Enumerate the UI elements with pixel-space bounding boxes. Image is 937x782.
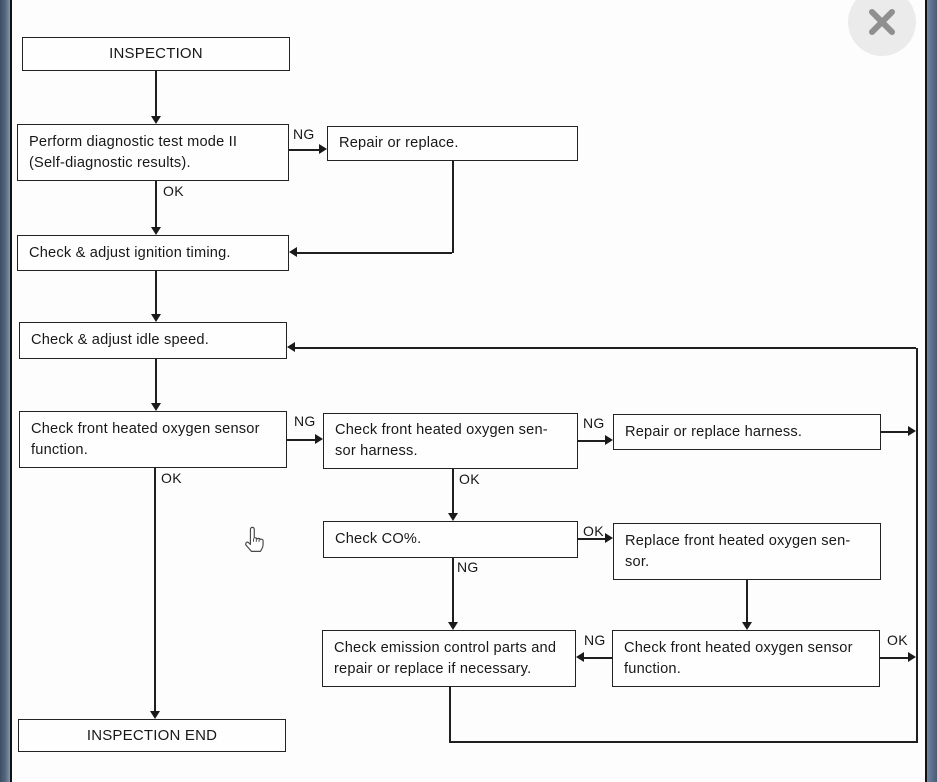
edge-label-ng: NG xyxy=(584,632,606,648)
connector-repair-down xyxy=(452,161,454,253)
connector-replace-o2func2 xyxy=(746,580,748,622)
connector-repairharness-feedback xyxy=(881,431,909,433)
node-label: Repair or replace. xyxy=(339,135,459,152)
node-label: INSPECTION END xyxy=(86,726,218,744)
connector-o2func2-feedback xyxy=(880,657,909,659)
node-repair-harness: Repair or replace harness. xyxy=(613,414,881,450)
connector-co-replace xyxy=(578,538,607,540)
node-replace-o2-sensor: Replace front heated oxygen sen- sor. xyxy=(613,523,881,580)
arrowhead-right-icon xyxy=(319,144,327,154)
arrowhead-down-icon xyxy=(448,513,458,521)
arrowhead-right-icon xyxy=(605,533,613,543)
node-label: Perform diagnostic test mode II xyxy=(29,133,238,150)
node-inspection: INSPECTION xyxy=(22,37,290,71)
edge-label-ng: NG xyxy=(457,559,479,575)
node-o2-sensor-function: Check front heated oxygen sensor functio… xyxy=(19,411,287,468)
arrowhead-left-icon xyxy=(287,342,295,352)
arrowhead-down-icon xyxy=(151,227,161,235)
close-button[interactable] xyxy=(848,0,916,56)
node-label: Replace front heated oxygen sen- xyxy=(625,532,851,549)
node-ignition-timing: Check & adjust ignition timing. xyxy=(17,235,289,271)
arrowhead-left-icon xyxy=(289,247,297,257)
edge-label-ng: NG xyxy=(583,415,605,431)
edge-label-ng: NG xyxy=(293,126,315,142)
connector-feedback-idle xyxy=(294,347,916,349)
node-label: Repair or replace harness. xyxy=(625,423,803,440)
node-idle-speed: Check & adjust idle speed. xyxy=(19,322,287,359)
arrowhead-left-icon xyxy=(576,652,584,662)
connector-harness-co xyxy=(452,469,454,513)
node-inspection-end: INSPECTION END xyxy=(18,719,286,752)
node-emission-control: Check emission control parts and repair … xyxy=(322,630,576,687)
node-label: Check & adjust ignition timing. xyxy=(29,244,231,261)
connector-inspection-diag xyxy=(155,71,157,116)
connector-idle-o2func xyxy=(155,359,157,403)
node-label: Check front heated oxygen sensor xyxy=(31,420,260,437)
hand-cursor-icon xyxy=(245,526,264,552)
connector-ignition-idle xyxy=(155,271,157,314)
edge-label-ok: OK xyxy=(161,470,182,486)
edge-label-ok: OK xyxy=(887,632,908,648)
arrowhead-down-icon xyxy=(151,403,161,411)
node-label: INSPECTION xyxy=(109,45,203,63)
arrowhead-down-icon xyxy=(151,116,161,124)
connector-diag-repair xyxy=(289,149,321,151)
connector-co-emission xyxy=(452,558,454,622)
connector-feedback-bottom xyxy=(449,741,918,743)
connector-repair-ignition xyxy=(296,252,452,254)
node-label: sor harness. xyxy=(335,443,418,459)
node-label: Check emission control parts and xyxy=(334,639,557,656)
node-diagnostic-test: Perform diagnostic test mode II (Self-di… xyxy=(17,124,289,181)
close-icon xyxy=(869,9,895,35)
connector-diag-ignition xyxy=(155,181,157,227)
arrowhead-down-icon xyxy=(150,711,160,719)
node-label: repair or replace if necessary. xyxy=(334,660,532,677)
connector-o2func-end xyxy=(154,468,156,711)
connector-feedback-vertical xyxy=(916,348,918,742)
edge-label-ok: OK xyxy=(459,471,480,487)
node-repair-or-replace: Repair or replace. xyxy=(327,126,578,161)
node-label: sor. xyxy=(625,553,650,570)
connector-harness-repairharness xyxy=(578,440,607,442)
node-o2-sensor-harness: Check front heated oxygen sen- sor harne… xyxy=(323,413,578,469)
node-label: function. xyxy=(624,660,681,677)
arrowhead-right-icon xyxy=(315,434,323,444)
arrowhead-right-icon xyxy=(605,435,613,445)
node-label: Check CO%. xyxy=(335,531,422,548)
right-frame-divider xyxy=(925,0,927,782)
connector-o2func-harness xyxy=(287,439,317,441)
arrowhead-right-icon xyxy=(908,652,916,662)
left-frame-divider xyxy=(10,0,12,782)
connector-emission-feedback xyxy=(449,687,451,742)
arrowhead-right-icon xyxy=(908,426,916,436)
node-o2-sensor-function-2: Check front heated oxygen sensor functio… xyxy=(612,630,880,687)
right-frame-bar xyxy=(927,0,937,782)
edge-label-ng: NG xyxy=(294,413,316,429)
node-label: (Self-diagnostic results). xyxy=(29,154,191,171)
edge-label-ok: OK xyxy=(583,523,604,539)
node-label: Check front heated oxygen sen- xyxy=(335,422,548,439)
connector-o2func2-emission xyxy=(583,657,612,659)
node-label: function. xyxy=(31,441,88,458)
node-check-co: Check CO%. xyxy=(323,521,578,558)
node-label: Check & adjust idle speed. xyxy=(31,332,209,349)
arrowhead-down-icon xyxy=(742,622,752,630)
arrowhead-down-icon xyxy=(448,622,458,630)
arrowhead-down-icon xyxy=(151,314,161,322)
left-frame-bar xyxy=(0,0,10,782)
edge-label-ok: OK xyxy=(163,183,184,199)
node-label: Check front heated oxygen sensor xyxy=(624,639,853,656)
